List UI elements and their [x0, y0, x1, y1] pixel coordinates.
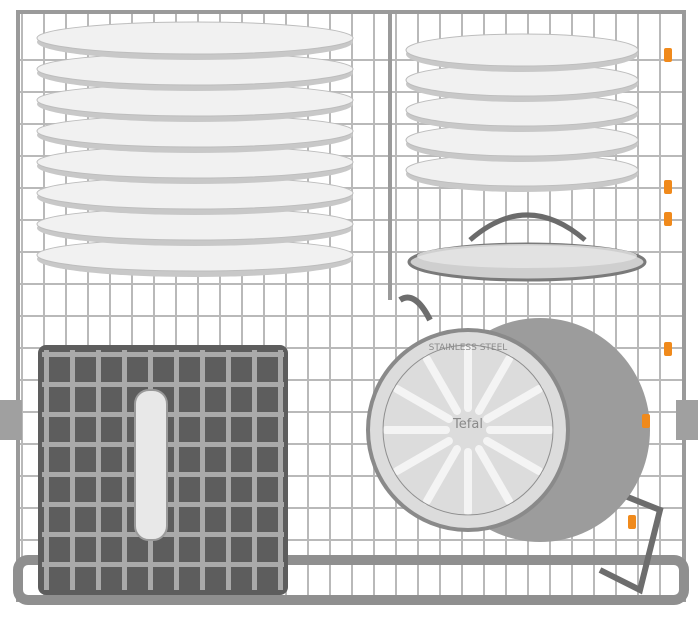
pot-base-ray: [392, 437, 453, 475]
pot-base-ray: [423, 354, 461, 415]
pot-base-ray: [475, 354, 513, 415]
pot-base-ray: [392, 385, 453, 423]
basket-bar: [174, 350, 179, 590]
orange-clip: [664, 180, 672, 194]
basket-bar: [42, 352, 284, 357]
pot-base-ray: [483, 437, 544, 475]
pot-handle-top: [398, 294, 433, 322]
cutlery-basket: [38, 345, 288, 595]
pot-handle-bottom: [598, 487, 664, 595]
basket-bar: [122, 350, 127, 590]
basket-bar: [44, 350, 49, 590]
basket-bar: [42, 562, 284, 567]
pot-base-ring: [382, 344, 554, 516]
plate-rim: [405, 33, 639, 67]
lid-handle: [468, 212, 587, 242]
pot-logo-brand: Tefal: [452, 417, 483, 432]
plate-rim: [36, 21, 354, 55]
pot-lid: [407, 212, 647, 282]
pot-base-ray: [475, 445, 513, 506]
orange-clip: [664, 342, 672, 356]
basket-handle: [134, 389, 168, 541]
right-wheel-clip: [676, 400, 698, 440]
pot-base-ray: [423, 445, 461, 506]
orange-clip: [642, 414, 650, 428]
plates-left-stack: [36, 21, 354, 277]
orange-clips: [628, 48, 672, 529]
basket-bar: [278, 350, 283, 590]
basket-bar: [252, 350, 257, 590]
basket-bar: [96, 350, 101, 590]
basket-bar: [42, 382, 284, 387]
rack-front-handle: [13, 555, 689, 605]
basket-bar: [200, 350, 205, 590]
stainless-pot: Tefal STAINLESS STEEL: [366, 294, 664, 595]
left-wheel-clip: [0, 400, 22, 440]
basket-bar: [226, 350, 231, 590]
orange-clip: [664, 48, 672, 62]
orange-clip: [664, 212, 672, 226]
pot-base-ray: [483, 385, 544, 423]
basket-bar: [70, 350, 75, 590]
orange-clip: [628, 515, 636, 529]
plates-right-stack: [405, 33, 639, 192]
pot-logo-material: STAINLESS STEEL: [429, 343, 508, 353]
